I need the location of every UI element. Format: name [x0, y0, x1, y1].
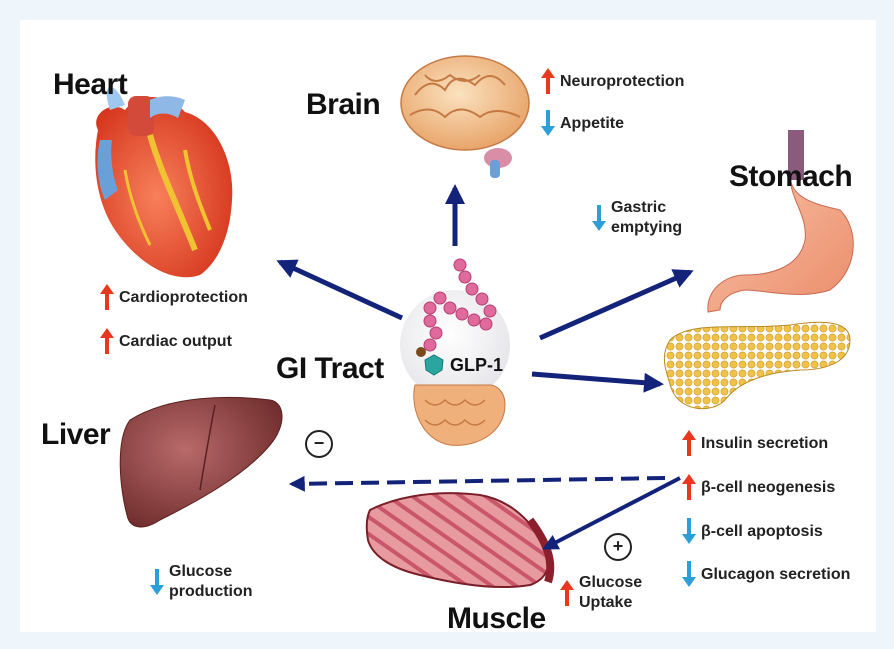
liver-label: Liver [41, 418, 110, 452]
pancreas-effect-beta-apoptosis: β-cell apoptosis [682, 518, 823, 544]
arrow-to-heart [280, 262, 402, 318]
stomach-illustration [708, 130, 853, 312]
up-arrow-icon [100, 284, 114, 310]
glucose-line: Glucose [579, 574, 642, 591]
intestine-illustration [414, 385, 505, 445]
down-arrow-icon [541, 110, 555, 136]
brain-effect-appetite: Appetite [541, 110, 624, 136]
stomach-label: Stomach [729, 160, 852, 194]
heart-illustration [95, 87, 232, 277]
up-arrow-icon [682, 474, 696, 500]
brain-label: Brain [306, 88, 380, 122]
production-line: production [169, 583, 253, 600]
brain-illustration [401, 56, 529, 178]
up-arrow-icon [682, 430, 696, 456]
pancreas-effect-glucagon: Glucagon secretion [682, 561, 850, 587]
heart-label: Heart [53, 68, 127, 102]
up-arrow-icon [541, 68, 555, 94]
plus-sign-icon: + [604, 533, 632, 561]
gastric-line: Gastric [611, 199, 666, 216]
glp1-label: GLP-1 [450, 355, 503, 376]
emptying-line: emptying [611, 219, 682, 236]
arrow-to-stomach [540, 272, 690, 338]
heart-effect-cardiac-output: Cardiac output [100, 328, 232, 354]
arrow-to-pancreas [532, 374, 660, 384]
heart-effect-cardioprotection: Cardioprotection [100, 284, 248, 310]
uptake-line: Uptake [579, 594, 632, 611]
up-arrow-icon [560, 580, 574, 606]
glp1-center [400, 259, 510, 445]
dashed-arrow-to-liver [292, 478, 665, 484]
stomach-effect-gastric-emptying: Gastric emptying [592, 198, 682, 238]
up-arrow-icon [100, 328, 114, 354]
muscle-illustration [367, 493, 551, 587]
liver-effect-glucose-production: Glucose production [150, 562, 253, 602]
liver-illustration [120, 397, 282, 527]
down-arrow-icon [682, 518, 696, 544]
down-arrow-icon [150, 569, 164, 595]
muscle-label: Muscle [447, 602, 546, 636]
glucose-line: Glucose [169, 563, 232, 580]
pancreas-illustration [664, 322, 850, 408]
down-arrow-icon [682, 561, 696, 587]
down-arrow-icon [592, 205, 606, 231]
pancreas-effect-beta-neogenesis: β-cell neogenesis [682, 474, 835, 500]
brain-effect-neuroprotection: Neuroprotection [541, 68, 684, 94]
gi-tract-label: GI Tract [276, 352, 384, 386]
minus-sign-icon: − [305, 430, 333, 458]
pancreas-effect-insulin: Insulin secretion [682, 430, 828, 456]
